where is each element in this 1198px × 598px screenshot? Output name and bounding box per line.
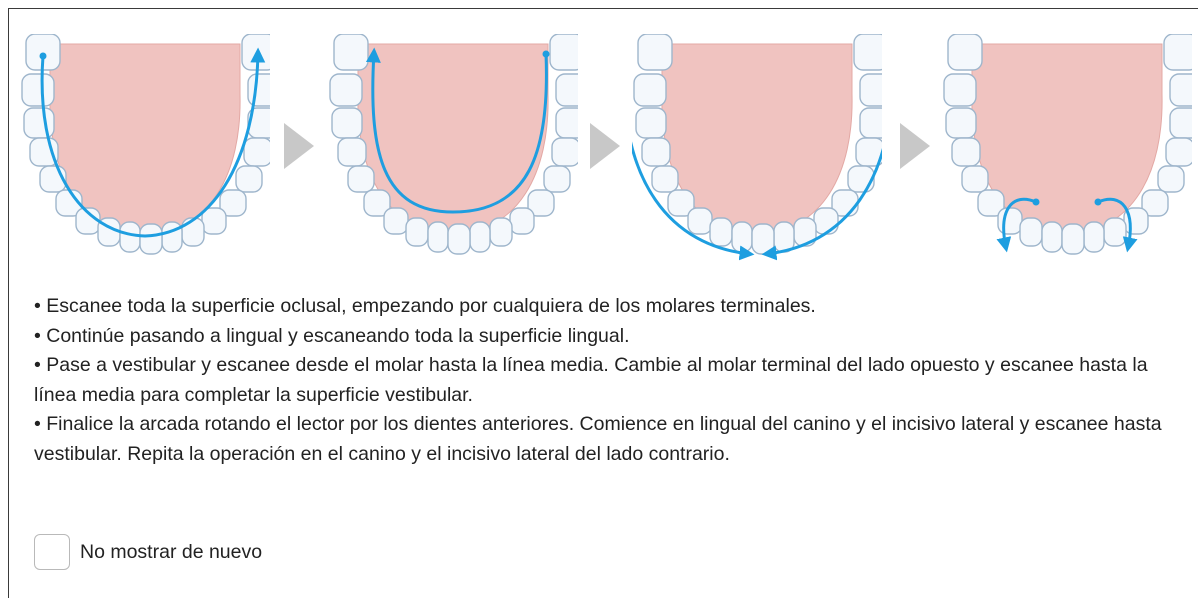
buccal-scan-path-icon: [632, 34, 882, 270]
dont-show-again-label: No mostrar de nuevo: [80, 540, 263, 563]
dont-show-again-option[interactable]: No mostrar de nuevo: [34, 534, 262, 570]
chevron-right-icon: [900, 123, 930, 169]
instruction-list: • Escanee toda la superficie oclusal, em…: [34, 292, 1174, 469]
lingual-scan-path-icon: [328, 34, 578, 270]
scan-diagrams: [0, 0, 1198, 280]
instruction-lingual: • Continúe pasando a lingual y escaneand…: [34, 324, 630, 347]
instruction-buccal: • Pase a vestibular y escanee desde el m…: [34, 354, 1148, 406]
instruction-anterior: • Finalice la arcada rotando el lector p…: [34, 413, 1162, 465]
anterior-roll-scan-path-icon: [942, 34, 1192, 270]
instruction-occlusal: • Escanee toda la superficie oclusal, em…: [34, 295, 816, 317]
occlusal-scan-path-icon: [20, 34, 270, 270]
dont-show-again-checkbox[interactable]: [34, 534, 70, 570]
chevron-right-icon: [284, 123, 314, 169]
chevron-right-icon: [590, 123, 620, 169]
dialog-frame: [8, 8, 1198, 598]
